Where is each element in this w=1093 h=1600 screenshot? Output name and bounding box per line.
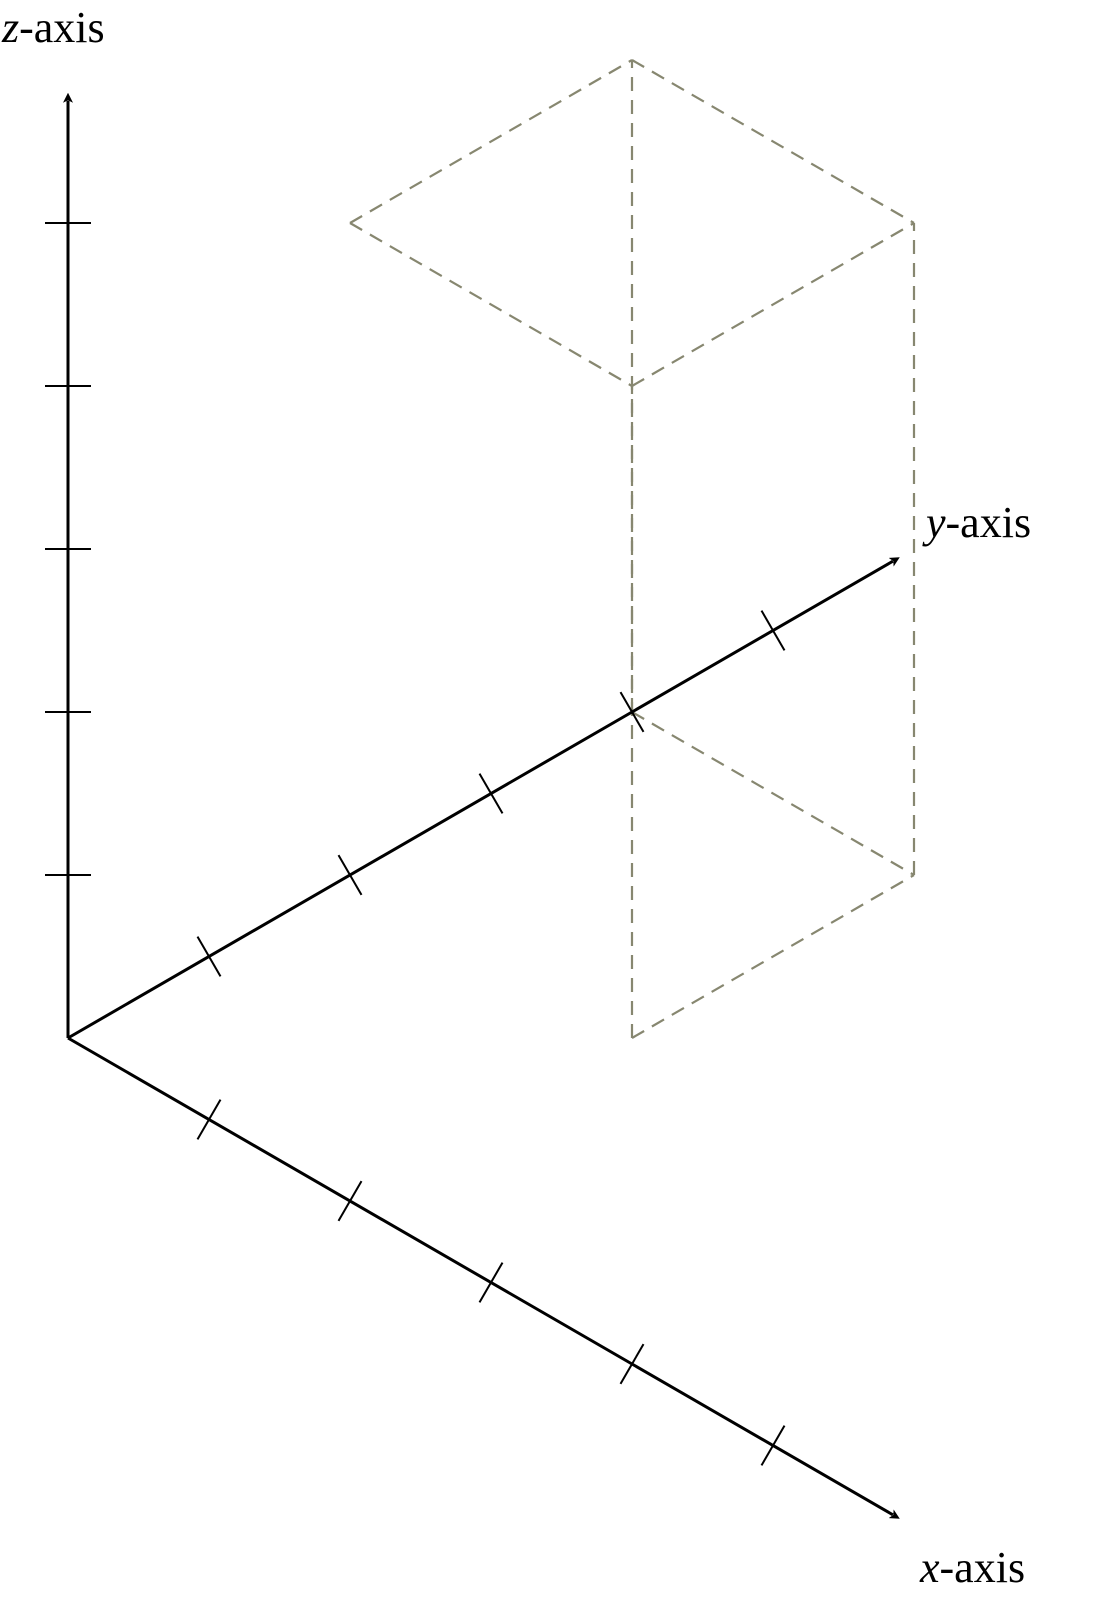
y-axis-line [67,557,900,1040]
x-axis-label: x-axis [919,1543,1025,1592]
box-edge-1 [349,222,633,387]
box-edge-4 [631,59,915,224]
box-edge-8 [631,874,915,1039]
axis-ticks [45,222,786,1466]
box-edges [349,59,916,1039]
box-edge-3 [631,222,915,387]
y-axis-label: y-axis [922,498,1031,547]
x-axis-line [67,1036,900,1519]
z-axis-label: z-axis [1,3,105,52]
box-edge-2 [349,59,633,224]
box-edge-9 [631,711,915,876]
